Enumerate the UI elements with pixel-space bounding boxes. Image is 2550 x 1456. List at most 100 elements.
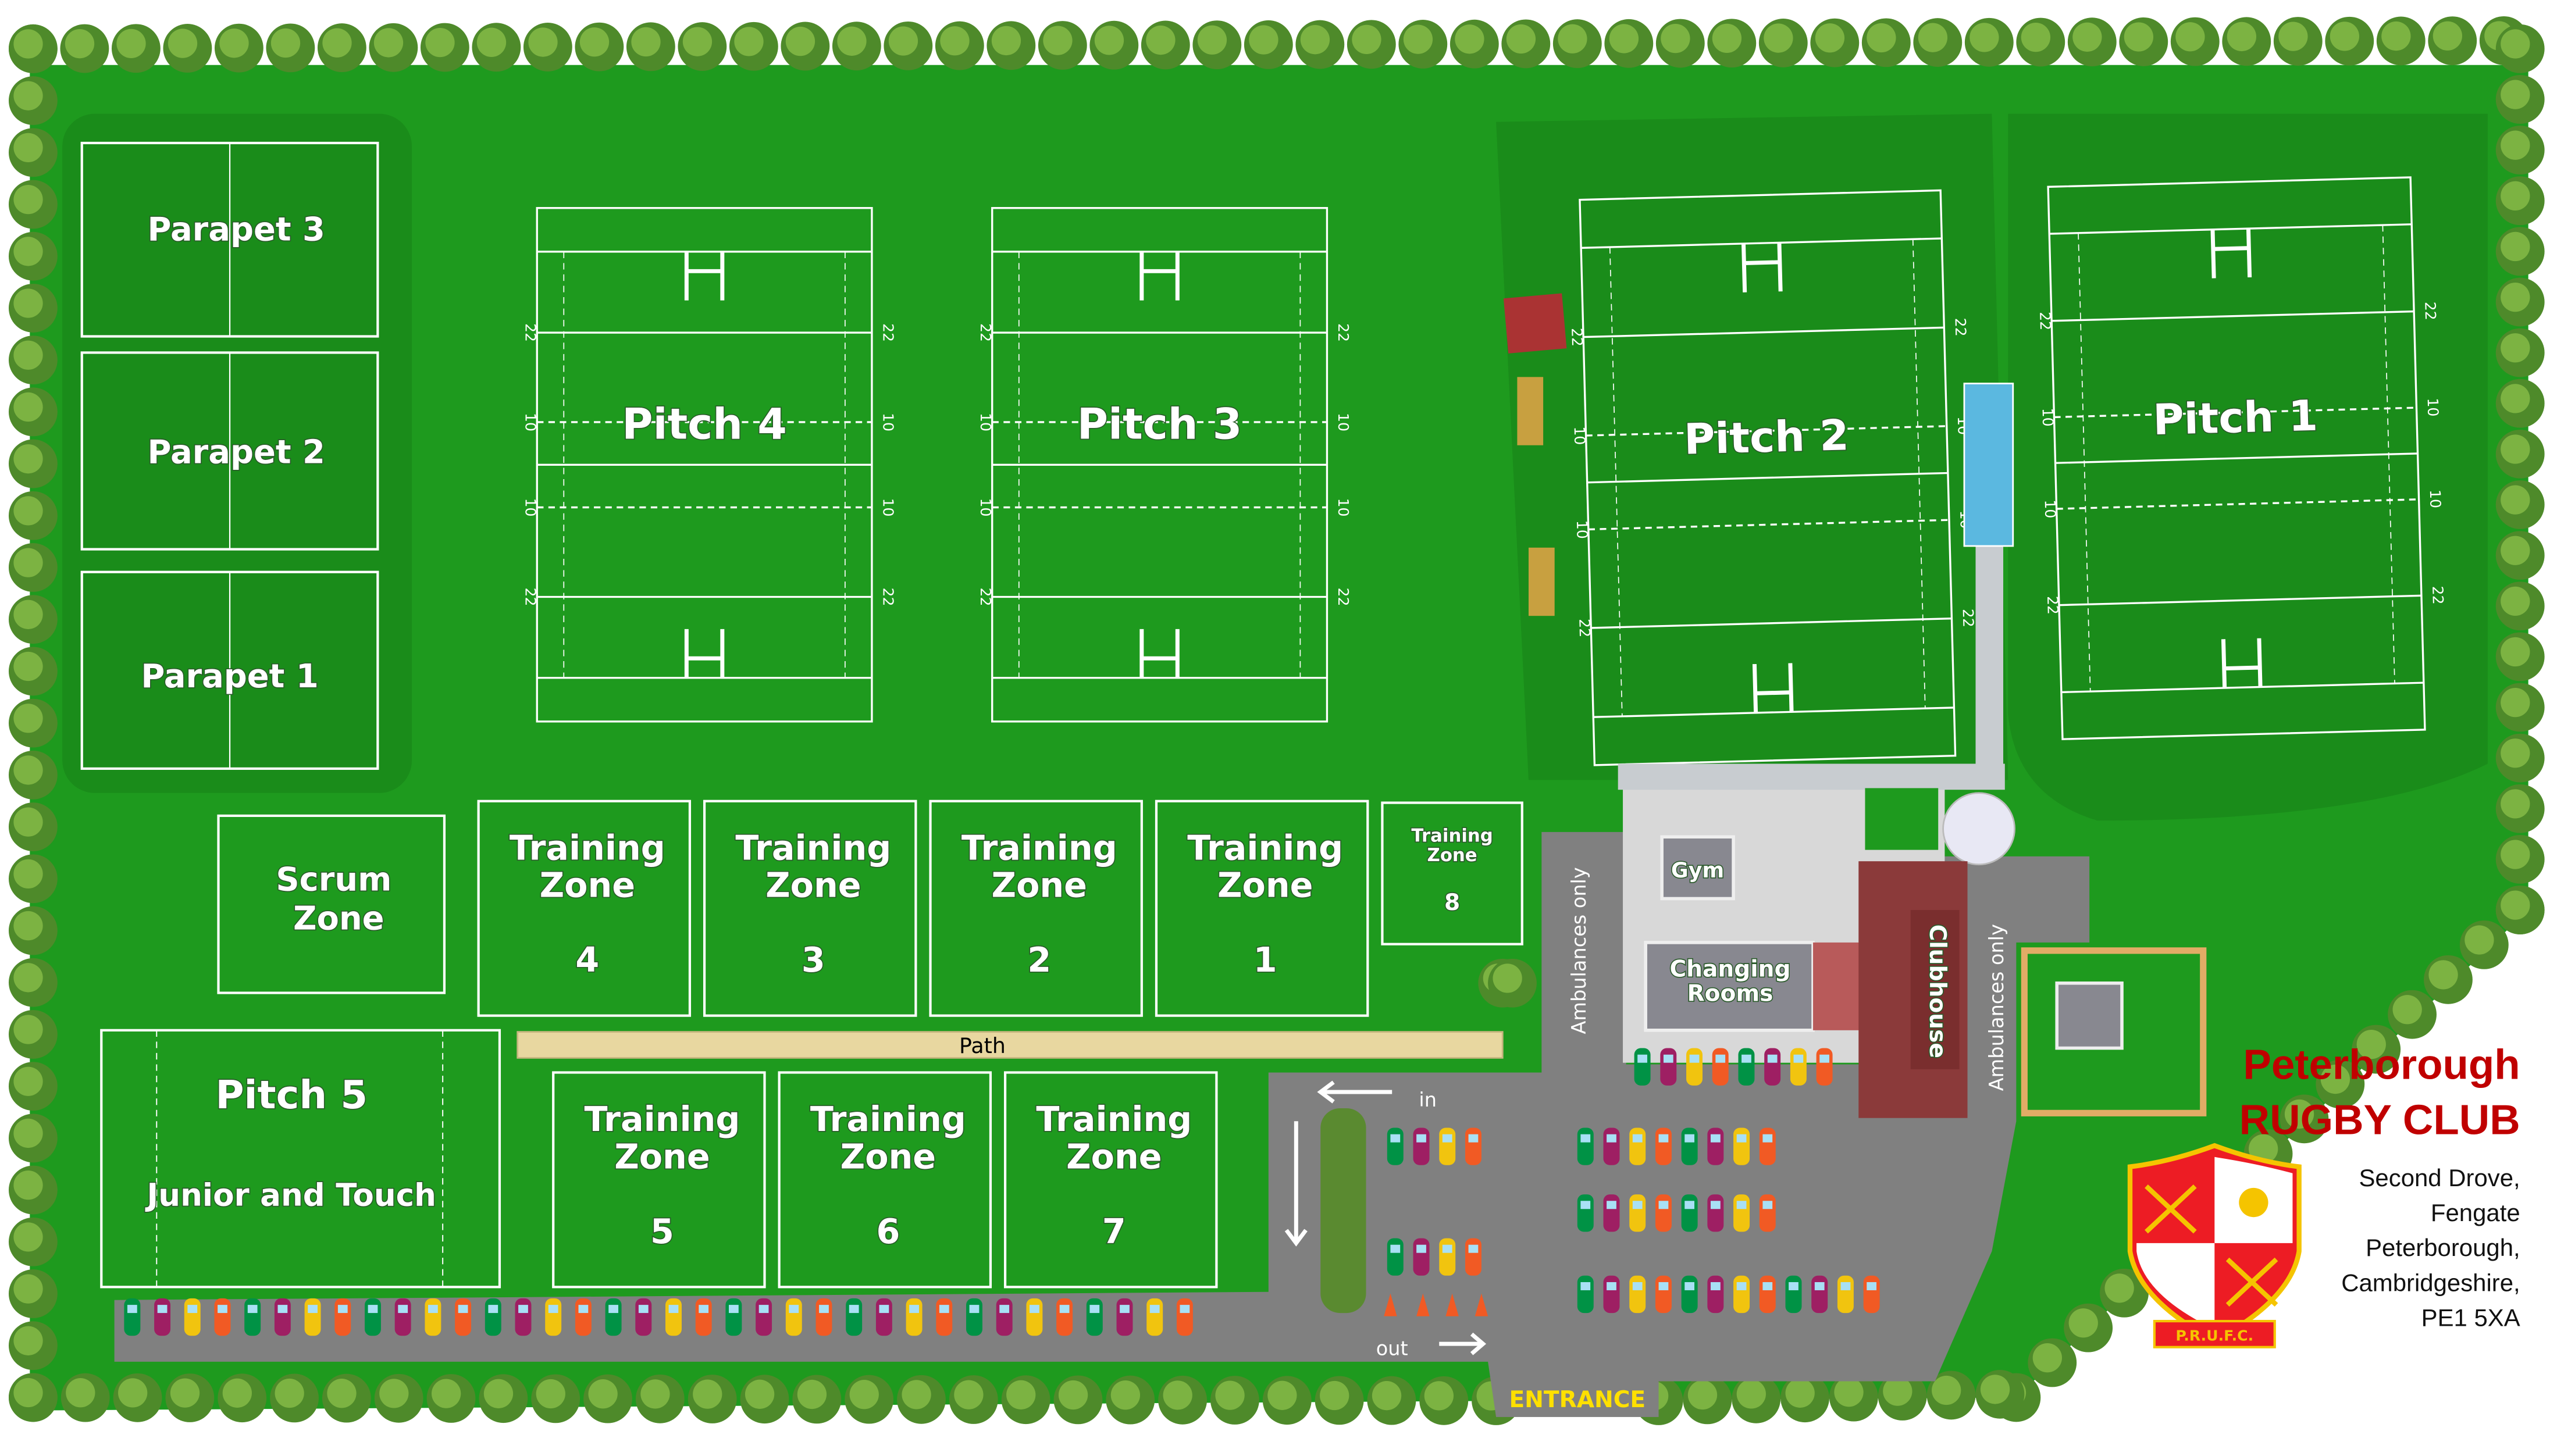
car-icon	[1686, 1048, 1703, 1086]
training-zone-label-2: Zone	[1217, 866, 1313, 905]
pitch-4-label: Pitch 4	[622, 401, 787, 449]
car-icon	[906, 1298, 923, 1336]
car-icon	[1603, 1127, 1620, 1165]
cone-icon	[1384, 1293, 1397, 1316]
training-zone-label-2: Zone	[540, 866, 635, 905]
car-icon	[1707, 1127, 1724, 1165]
lawn-square	[1865, 788, 1939, 850]
car-icon	[1707, 1275, 1724, 1314]
car-icon	[1738, 1048, 1755, 1086]
gym[interactable]: Gym	[1660, 835, 1735, 901]
car-icon	[334, 1298, 351, 1336]
line-marking-label: 22	[1335, 587, 1352, 606]
line-marking-label: 22	[1576, 619, 1593, 638]
pitch-3-label: Pitch 3	[1077, 401, 1242, 449]
address-line: Fengate	[2431, 1199, 2520, 1226]
car-icon	[1655, 1127, 1672, 1165]
pitch1-area	[2008, 113, 2488, 821]
car-icon	[1439, 1238, 1456, 1276]
training-zone-label: Training	[961, 828, 1117, 868]
training-zone-label-2: Zone	[765, 866, 861, 905]
parapet-1[interactable]: Parapet 1	[80, 570, 379, 770]
umbrella-icon	[1942, 792, 2015, 866]
clubhouse-label: Clubhouse	[1924, 925, 1950, 1058]
address-line: Cambridgeshire,	[2341, 1269, 2520, 1296]
car-icon	[815, 1298, 832, 1336]
car-icon	[1629, 1127, 1646, 1165]
goal-posts-icon	[1139, 629, 1180, 678]
car-icon	[875, 1298, 892, 1336]
car-icon	[785, 1298, 802, 1336]
car-icon	[184, 1298, 201, 1336]
line-marking-label: 22	[879, 587, 896, 606]
car-icon	[665, 1298, 682, 1336]
club-name-line2: RUGBY CLUB	[2239, 1097, 2520, 1144]
ambulances-only-label-left: Ambulances only	[1568, 867, 1590, 1034]
training-zone-label-2: Zone	[840, 1137, 936, 1176]
training-zone-number: 1	[1253, 940, 1277, 980]
car-icon	[154, 1298, 171, 1336]
line-marking-label: 10	[2042, 499, 2059, 519]
car-icon	[996, 1298, 1013, 1336]
car-icon	[1759, 1275, 1776, 1314]
bench-1	[1517, 377, 1544, 445]
car-icon	[1413, 1127, 1430, 1165]
car-icon	[1086, 1298, 1103, 1336]
car-icon	[846, 1298, 863, 1336]
parapet-2[interactable]: Parapet 2	[80, 351, 379, 551]
parapet-area	[62, 113, 412, 793]
car-icon	[1176, 1298, 1193, 1336]
car-icon	[1387, 1127, 1404, 1165]
car-icon	[274, 1298, 291, 1336]
cone-icon	[1445, 1293, 1459, 1316]
stand	[1963, 383, 2014, 547]
out-label: out	[1376, 1337, 1408, 1360]
car-icon	[1681, 1275, 1698, 1314]
traffic-cones	[1384, 1293, 1488, 1316]
car-icon	[244, 1298, 261, 1336]
car-icon	[1146, 1298, 1163, 1336]
address-line: Peterborough,	[2366, 1234, 2520, 1261]
car-icon	[1116, 1298, 1133, 1336]
car-icon	[545, 1298, 562, 1336]
car-icon	[1026, 1298, 1043, 1336]
entrance-label: ENTRANCE	[1509, 1387, 1646, 1413]
car-icon	[1577, 1194, 1594, 1232]
pitch-5[interactable]: Pitch 5 Junior and Touch	[100, 1029, 501, 1289]
line-marking-label: 22	[2421, 301, 2439, 320]
parapet-3[interactable]: Parapet 3	[80, 141, 379, 338]
car-icon	[1634, 1048, 1651, 1086]
goal-posts-icon	[2210, 229, 2252, 279]
pitch2-area	[1496, 113, 2008, 780]
address-line: Second Drove,	[2359, 1164, 2520, 1191]
car-icon	[1863, 1275, 1880, 1314]
training-zone-number: 2	[1027, 940, 1051, 980]
car-icon	[1785, 1275, 1802, 1314]
clubhouse[interactable]: Clubhouse	[1813, 861, 1968, 1118]
car-icon	[394, 1298, 411, 1336]
car-icon	[1811, 1275, 1828, 1314]
parapet-2-label: Parapet 2	[148, 433, 325, 471]
training-zone-label-2: Zone	[1427, 845, 1477, 866]
line-marking-label: 22	[2036, 312, 2054, 331]
entrance-road[interactable]	[1496, 1378, 1659, 1417]
training-zone-label: Training	[810, 1100, 966, 1139]
hut	[1503, 293, 1567, 354]
line-marking-label: 10	[879, 413, 896, 431]
pitch-2-label: Pitch 2	[1683, 411, 1850, 464]
training-zone-number: 5	[650, 1212, 674, 1251]
